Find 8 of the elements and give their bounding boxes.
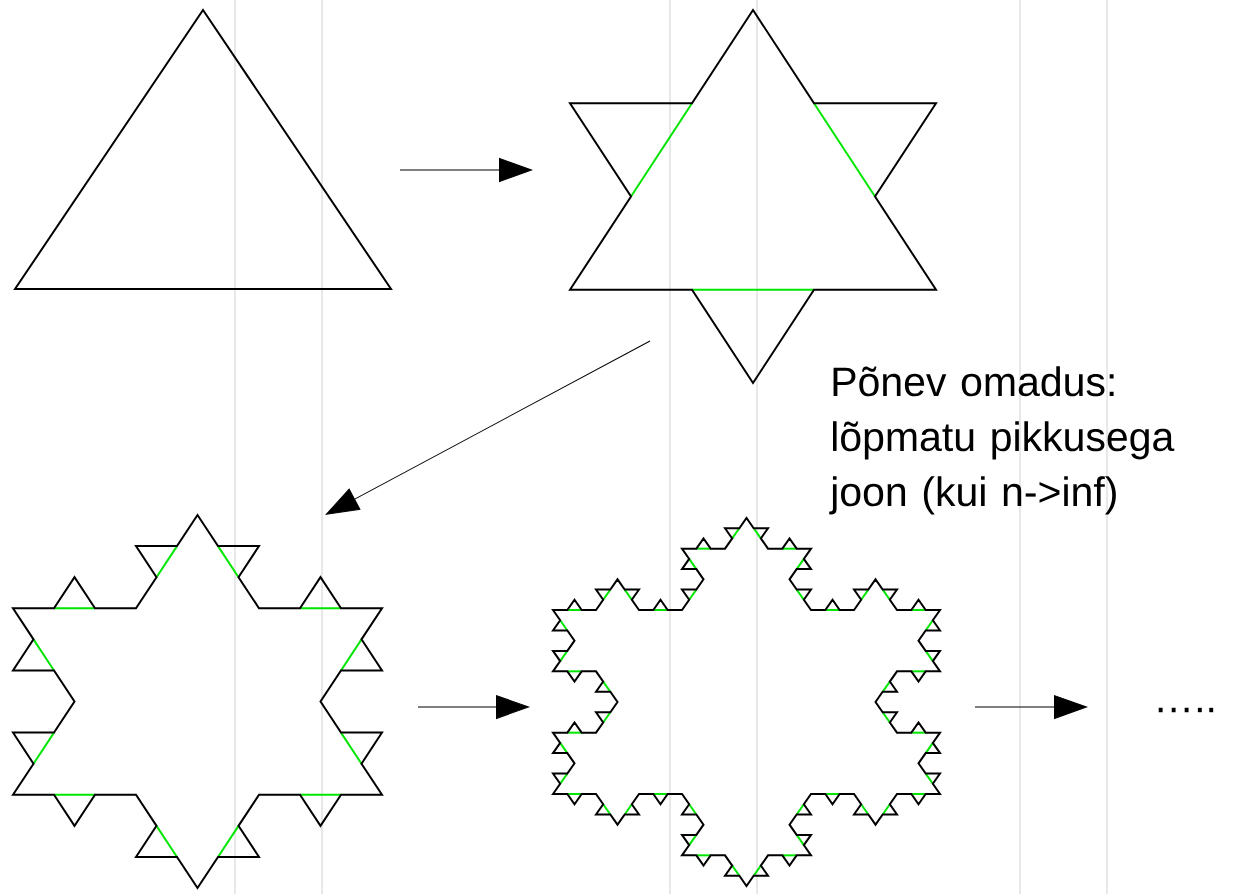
arrow — [974, 695, 1087, 719]
note-text: Põnev omadus: lõpmatu pikkusega joon (kui n->inf) — [829, 366, 1175, 515]
snowflake-drawing — [551, 516, 942, 888]
arrow — [399, 158, 532, 182]
arrow — [325, 340, 651, 515]
ellipsis-text: ….. — [1158, 707, 1214, 713]
arrow — [417, 695, 529, 719]
snowflake-drawing — [11, 513, 384, 890]
